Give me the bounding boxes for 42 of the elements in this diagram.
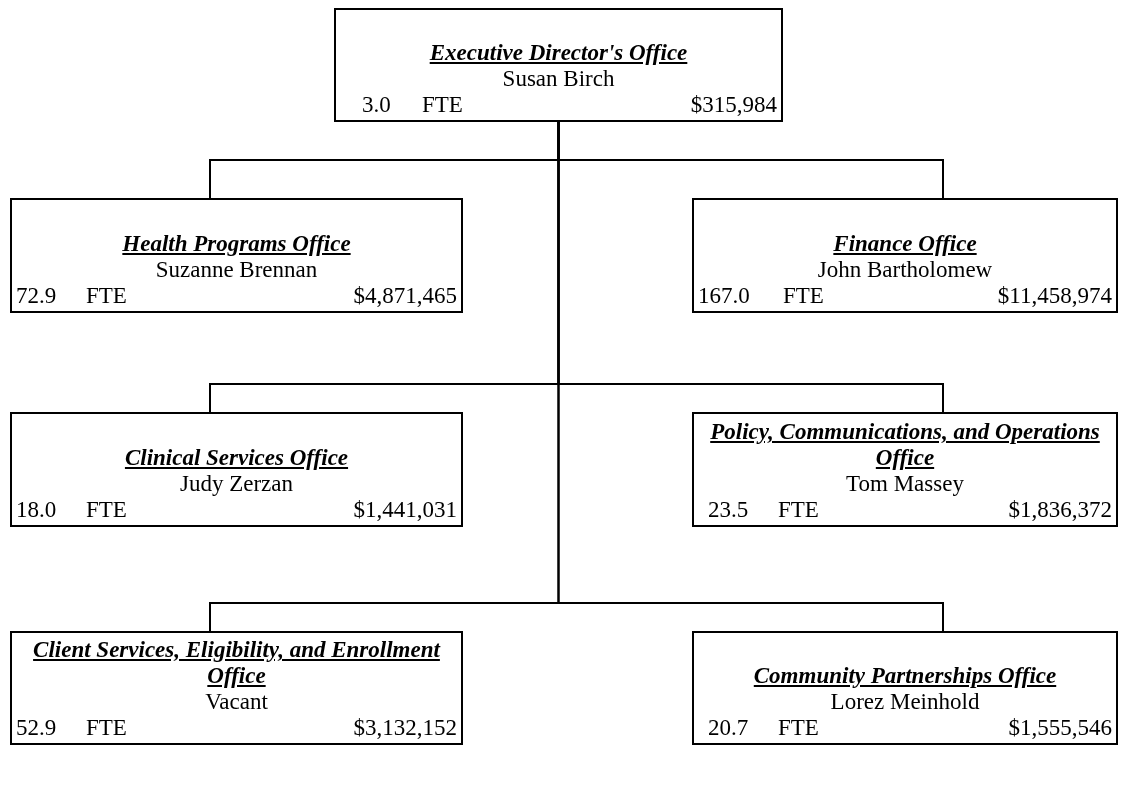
fte-unit: FTE xyxy=(86,715,127,741)
fte-value: 3.0 xyxy=(362,92,392,118)
fte-value: 18.0 xyxy=(16,497,58,523)
office-box xyxy=(692,198,1118,313)
budget-amount: $315,984 xyxy=(690,92,777,118)
person-name: Susan Birch xyxy=(502,66,615,92)
office-title: Client Services, Eligibility, and Enrollment Office xyxy=(32,637,442,689)
office-title: Health Programs Office xyxy=(122,231,351,257)
office-box xyxy=(10,412,463,527)
office-box xyxy=(334,8,783,122)
budget-amount: $4,871,465 xyxy=(353,283,457,309)
office-title: Community Partnerships Office xyxy=(753,663,1057,689)
fte-unit: FTE xyxy=(783,283,824,309)
fte-value: 52.9 xyxy=(16,715,58,741)
budget-amount: $1,836,372 xyxy=(1008,497,1112,523)
person-name: Vacant xyxy=(205,689,268,715)
office-box xyxy=(10,631,463,745)
fte-value: 23.5 xyxy=(708,497,750,523)
fte-unit: FTE xyxy=(86,283,127,309)
office-box xyxy=(10,198,463,313)
budget-amount: $3,132,152 xyxy=(353,715,457,741)
person-name: Suzanne Brennan xyxy=(155,257,318,283)
budget-amount: $1,555,546 xyxy=(1008,715,1112,741)
fte-value: 167.0 xyxy=(698,283,751,309)
office-box xyxy=(692,412,1118,527)
person-name: Tom Massey xyxy=(846,471,964,497)
fte-unit: FTE xyxy=(86,497,127,523)
office-title: Finance Office xyxy=(833,231,977,257)
fte-value: 72.9 xyxy=(16,283,58,309)
budget-amount: $11,458,974 xyxy=(997,283,1112,309)
person-name: Lorez Meinhold xyxy=(830,689,980,715)
fte-value: 20.7 xyxy=(708,715,750,741)
person-name: John Bartholomew xyxy=(817,257,993,283)
office-box xyxy=(692,631,1118,745)
person-name: Judy Zerzan xyxy=(179,471,293,497)
office-title: Executive Director's Office xyxy=(429,40,688,66)
budget-amount: $1,441,031 xyxy=(353,497,457,523)
fte-unit: FTE xyxy=(778,497,819,523)
office-title: Clinical Services Office xyxy=(124,445,349,471)
fte-unit: FTE xyxy=(778,715,819,741)
fte-unit: FTE xyxy=(422,92,463,118)
office-title: Policy, Communications, and Operations Office xyxy=(709,419,1101,471)
